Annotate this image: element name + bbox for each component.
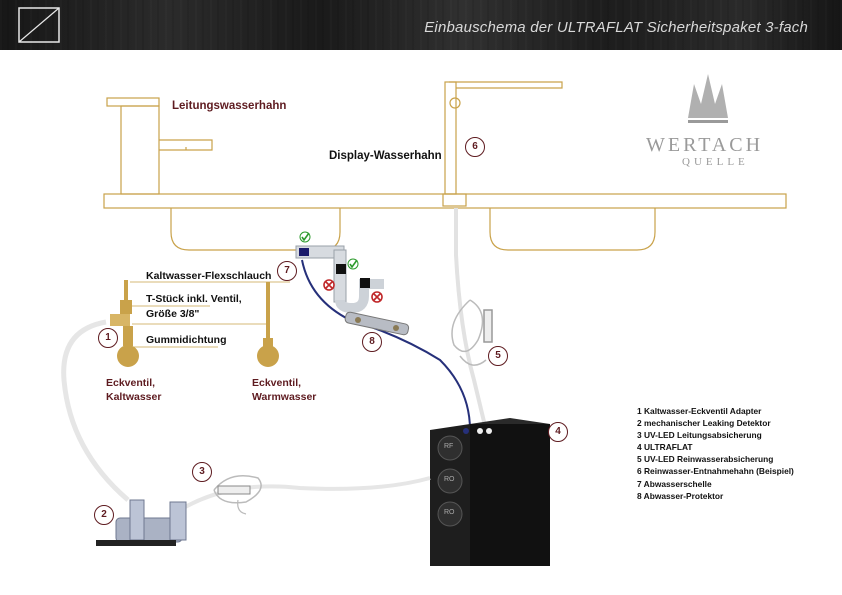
check-ok-icon (299, 231, 359, 270)
pure-water-line (454, 208, 488, 431)
label-angle-warm-1: Eckventil, (252, 377, 302, 389)
cross-error-icon (323, 279, 383, 303)
leak-detector-icon (96, 499, 187, 546)
sink-left (170, 208, 341, 251)
label-tee-1: T-Stück inkl. Ventil, (146, 293, 242, 305)
label-display-tap: Display-Wasserhahn (329, 150, 442, 162)
legend-item: 6 Reinwasser-Entnahmehahn (Beispiel) (637, 466, 794, 477)
drain-line (301, 259, 471, 431)
label-leaders (130, 281, 290, 348)
legend-item: 3 UV-LED Leitungsabsicherung (637, 430, 762, 441)
legend-item: 7 Abwasserschelle (637, 478, 712, 489)
siphon-icon (295, 245, 384, 314)
label-cold-hose: Kaltwasser-Flexschlauch (146, 270, 272, 282)
logo-frame-icon (18, 7, 60, 43)
header-bar: Einbauschema der ULTRAFLAT Sicherheitspa… (0, 0, 842, 50)
label-gasket: Gummidichtung (146, 334, 227, 346)
crown-logo-icon (688, 74, 728, 123)
sink-right (489, 208, 656, 251)
mains-tap-icon (106, 97, 213, 195)
uv-led-line-icon (213, 475, 262, 515)
legend-item: 5 UV-LED Reinwasserabsicherung (637, 454, 774, 465)
device-label-ro-2: RO (444, 509, 455, 516)
cold-angle-valve-icon (110, 300, 139, 367)
uv-led-pure-icon (451, 299, 493, 366)
marker-6: 6 (465, 137, 485, 157)
label-mains-tap: Leitungswasserhahn (172, 100, 287, 112)
feed-hose-right (178, 476, 431, 512)
device-label-rf: RF (444, 443, 454, 450)
marker-2: 2 (94, 505, 114, 525)
label-angle-cold-2: Kaltwasser (106, 391, 162, 403)
header-texture (0, 0, 842, 50)
brand-name: WERTACH (646, 134, 764, 156)
display-tap-icon (442, 81, 563, 207)
marker-8: 8 (362, 332, 382, 352)
label-angle-warm-2: Warmwasser (252, 391, 317, 403)
legend-item: 2 mechanischer Leaking Detektor (637, 418, 771, 429)
device-label-ro-1: RO (444, 476, 455, 483)
ultraflat-device (430, 418, 550, 566)
legend-item: 8 Abwasser-Protektor (637, 490, 724, 501)
marker-1: 1 (98, 328, 118, 348)
feed-hose-left (61, 319, 130, 502)
legend-item: 4 ULTRAFLAT (637, 442, 693, 453)
marker-5: 5 (488, 346, 508, 366)
label-tee-2: Größe 3/8" (146, 308, 200, 320)
marker-3: 3 (192, 462, 212, 482)
brand-tagline: QUELLE (682, 156, 749, 168)
warm-angle-valve-icon (257, 338, 279, 367)
waste-protector-icon (344, 311, 410, 336)
page-title: Einbauschema der ULTRAFLAT Sicherheitspa… (424, 19, 808, 36)
marker-7: 7 (277, 261, 297, 281)
legend: 1 Kaltwasser-Eckventil Adapter 2 mechani… (637, 405, 794, 502)
label-angle-cold-1: Eckventil, (106, 377, 156, 389)
legend-item: 1 Kaltwasser-Eckventil Adapter (637, 406, 762, 416)
marker-4: 4 (548, 422, 568, 442)
